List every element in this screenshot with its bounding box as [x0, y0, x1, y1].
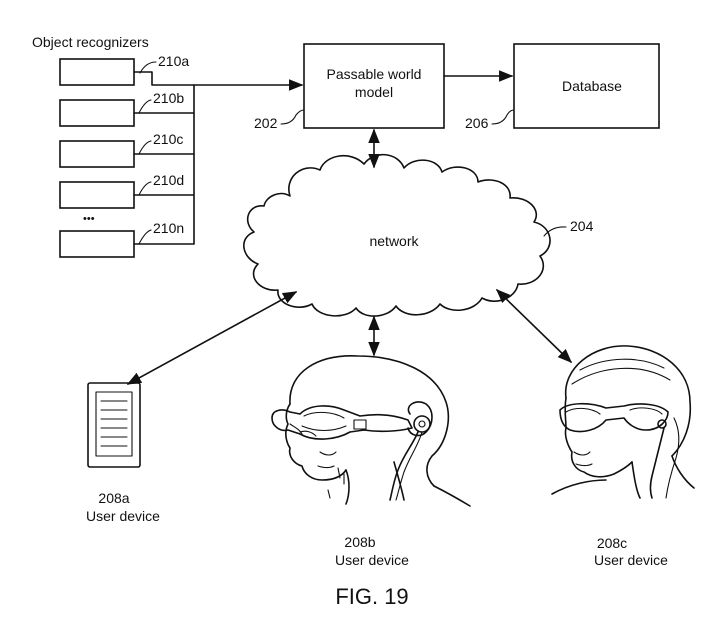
ref-210n: 210n — [153, 220, 184, 236]
ref-206: 206 — [465, 115, 489, 131]
database-box — [513, 43, 660, 129]
ref-202: 202 — [254, 115, 278, 131]
recognizer-ellipsis: ••• — [83, 213, 95, 225]
passable-world-line2: model — [355, 84, 393, 100]
recognizer-box-210c — [59, 140, 135, 168]
head-with-goggles-icon — [551, 345, 695, 499]
ref-204: 204 — [570, 218, 594, 234]
network-device-c-arrow — [495, 288, 573, 364]
ref-210c: 210c — [153, 131, 183, 147]
tablet-icon — [87, 382, 141, 468]
network-device-a-arrow — [126, 291, 298, 385]
database: Database 206 — [465, 43, 660, 131]
user-device-208a: 208a User device — [86, 382, 160, 524]
user-device-208c: 208c User device — [551, 345, 695, 568]
head-with-headset-icon — [271, 355, 471, 507]
recognizer-box-210a — [59, 58, 135, 86]
figure-label: FIG. 19 — [335, 584, 408, 609]
ref-210b: 210b — [153, 90, 184, 106]
device-208c-label: User device — [594, 552, 668, 568]
network-label: network — [369, 233, 419, 249]
recognizer-box-210d — [59, 181, 135, 209]
device-208a-ref: 208a — [98, 490, 129, 506]
passable-world-model: Passable world model 202 — [254, 43, 445, 131]
object-recognizers-group: Object recognizers ••• 210a 210b 210c 21… — [32, 34, 304, 258]
passable-world-box — [303, 43, 445, 129]
recognizer-box-210b — [59, 99, 135, 127]
database-label: Database — [562, 78, 622, 94]
recognizer-box-210n — [59, 230, 135, 258]
device-208a-label: User device — [86, 508, 160, 524]
passable-world-line1: Passable world — [327, 66, 422, 82]
ref-210d: 210d — [153, 172, 184, 188]
device-208b-ref: 208b — [344, 534, 375, 550]
user-device-208b: 208b User device — [271, 355, 471, 568]
device-208c-ref: 208c — [597, 535, 627, 551]
object-recognizers-title: Object recognizers — [32, 34, 149, 50]
recognizer-bus — [133, 71, 195, 245]
device-208b-label: User device — [335, 552, 409, 568]
ref-210a: 210a — [158, 53, 189, 69]
